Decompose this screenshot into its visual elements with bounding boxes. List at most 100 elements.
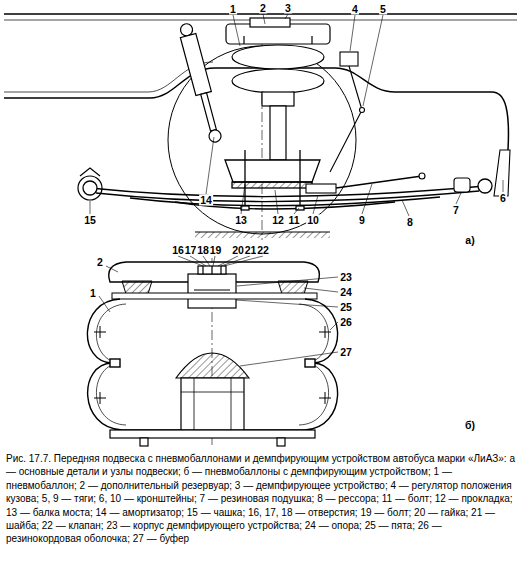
callout-number: 26	[339, 317, 353, 328]
view-letter: б)	[464, 420, 476, 431]
leader-lines	[236, 300, 338, 307]
cross-mark	[319, 326, 331, 338]
base-plate	[110, 430, 315, 446]
callout-number: 7	[452, 205, 460, 216]
leaf-spring	[83, 181, 97, 195]
leader-lines	[313, 195, 318, 214]
leader-lines	[362, 184, 372, 214]
callout-number: 4	[351, 4, 359, 15]
leader-lines	[275, 190, 278, 214]
leader-lines	[350, 15, 355, 51]
air-spring	[270, 106, 286, 160]
axle-beam	[296, 206, 304, 210]
air-spring	[232, 45, 324, 69]
callout-number: 5	[379, 4, 387, 15]
leader-lines	[241, 184, 245, 214]
callout-number: 11	[287, 215, 300, 226]
height-regulator	[340, 52, 358, 66]
leaf-spring	[478, 179, 492, 193]
leader-lines	[90, 201, 91, 214]
damper-housing	[188, 266, 236, 308]
spring-cup	[80, 168, 100, 176]
buffer	[181, 378, 244, 430]
callout-number: 3	[284, 3, 292, 14]
leader-lines	[304, 288, 338, 292]
brackets-rods	[306, 150, 510, 196]
callout-number: 14	[199, 195, 213, 206]
frame-rail	[4, 14, 517, 150]
leader-lines	[206, 137, 214, 194]
callout-number: 6	[499, 193, 507, 204]
leader-lines	[330, 322, 338, 330]
shock-absorber	[177, 22, 224, 144]
ground	[195, 232, 330, 238]
shock-absorber	[201, 93, 217, 131]
height-regulator	[360, 108, 365, 113]
brackets-rods	[306, 184, 336, 193]
base-plate	[140, 438, 148, 446]
callout-number: 24	[339, 287, 353, 298]
leader-lines	[224, 256, 263, 266]
leader-lines	[99, 256, 338, 366]
callout-number: 2	[259, 3, 267, 14]
axle-beam	[245, 150, 300, 208]
shock-absorber	[208, 129, 223, 144]
callout-number: 15	[83, 215, 97, 226]
damper-housing	[194, 266, 230, 290]
leader-lines	[285, 14, 288, 19]
air-spring	[232, 69, 324, 93]
damper-housing	[188, 274, 236, 308]
air-spring	[250, 18, 290, 27]
leader-lines	[99, 296, 110, 312]
air-spring	[262, 92, 294, 106]
leader-lines	[294, 208, 299, 214]
leader-lines	[106, 266, 118, 272]
leader-lines	[363, 15, 383, 106]
callout-number: 12	[271, 215, 285, 226]
rubber-cord-shell	[87, 299, 337, 430]
spring-cup	[78, 176, 102, 200]
support	[278, 281, 308, 294]
callout-number: 8	[406, 217, 414, 228]
base-plate	[277, 438, 285, 446]
leader-lines	[263, 14, 265, 24]
callout-number: 23	[339, 272, 353, 283]
cross-mark	[94, 392, 106, 404]
cross-mark	[94, 326, 106, 338]
buffer	[181, 378, 244, 430]
brackets-rods	[419, 173, 425, 179]
leader-lines	[233, 15, 240, 46]
leader-lines	[240, 352, 338, 366]
callout-number: 9	[358, 215, 366, 226]
callout-number: 10	[306, 215, 320, 226]
spring-cup	[78, 168, 102, 200]
axle-beam	[225, 160, 320, 182]
leader-lines	[203, 256, 210, 266]
rubber-cord-shell	[305, 359, 315, 367]
leader-lines	[90, 14, 503, 216]
frame-rail	[4, 68, 508, 150]
callout-number: 1	[229, 4, 237, 15]
base-plate	[110, 430, 315, 438]
rubber-cord-shell	[110, 359, 120, 367]
callout-number: 25	[339, 302, 353, 313]
shock-absorber	[180, 33, 211, 95]
leader-lines	[190, 256, 206, 266]
callout-number: 19	[209, 245, 223, 256]
air-spring	[226, 18, 330, 160]
leader-lines	[503, 180, 504, 192]
brackets-rods	[336, 176, 422, 188]
height-regulator	[330, 52, 365, 172]
leader-lines	[402, 200, 409, 216]
callout-number: 13	[234, 215, 248, 226]
brackets-rods	[454, 178, 470, 192]
leader-lines	[221, 256, 250, 266]
callout-number: 22	[256, 245, 270, 256]
callout-number: 2	[96, 257, 104, 268]
support	[112, 281, 317, 299]
view-letter: а)	[464, 235, 475, 246]
air-spring	[244, 36, 312, 44]
callout-number: 1	[89, 288, 97, 299]
axle-beam	[225, 150, 320, 210]
